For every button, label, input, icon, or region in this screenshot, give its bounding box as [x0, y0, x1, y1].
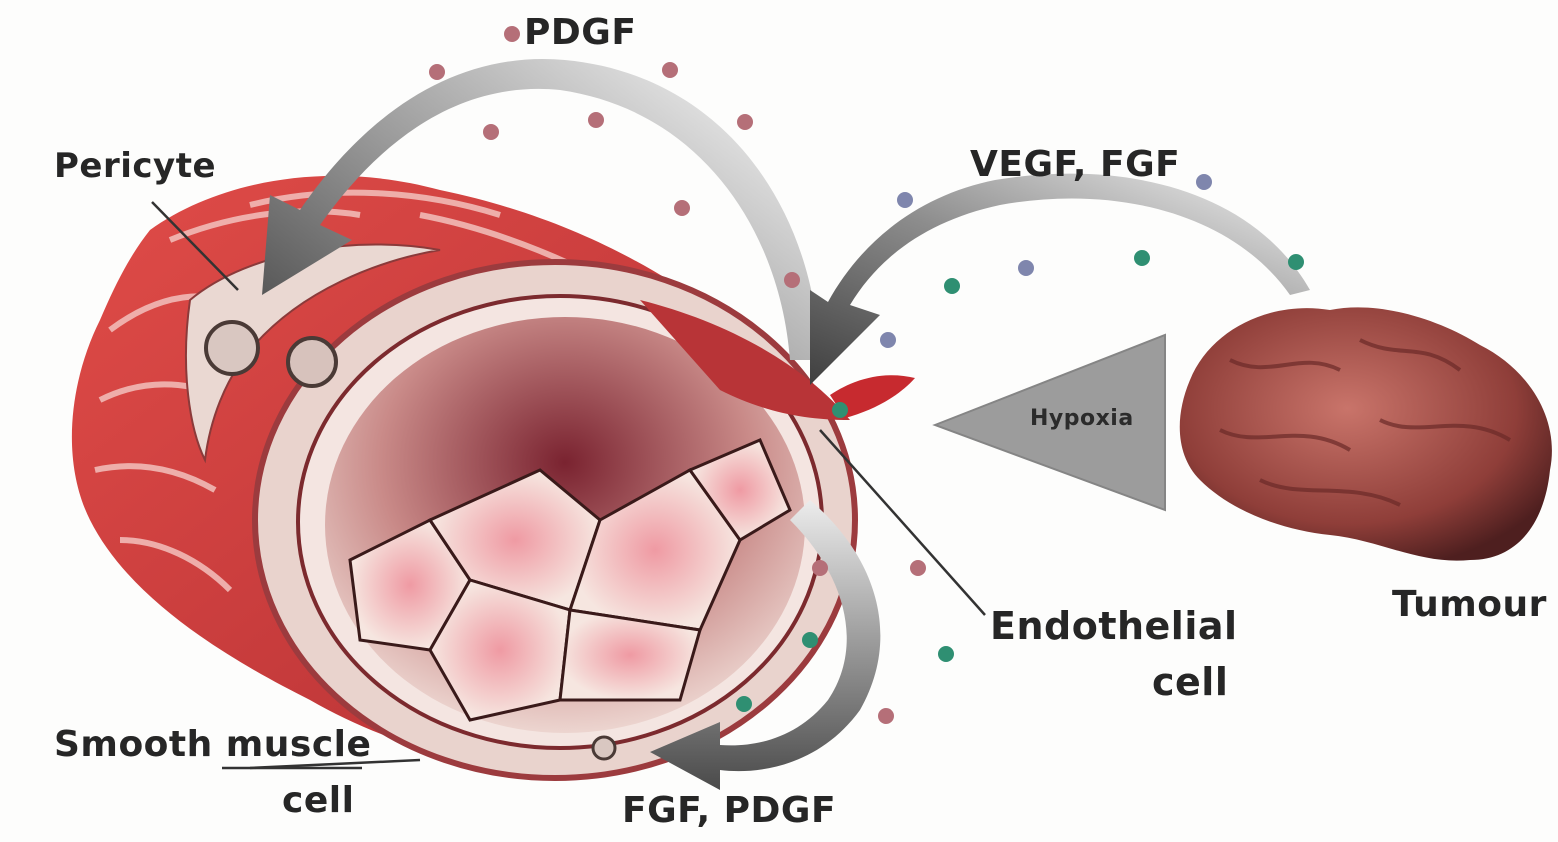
vegf-dot [1018, 260, 1034, 276]
vegf-dot [880, 332, 896, 348]
endothelial-cell-label-line1: Endothelial [990, 604, 1238, 648]
pdgf-dot [483, 124, 499, 140]
vegf-dot [1196, 174, 1212, 190]
pdgf-dot [878, 708, 894, 724]
fgf-dot [1134, 250, 1150, 266]
fgf-dot [944, 278, 960, 294]
pericyte-nucleus-2 [288, 338, 336, 386]
pdgf-top-label: PDGF [524, 12, 636, 53]
tumour [1180, 307, 1552, 560]
fgf-dot [802, 632, 818, 648]
hypoxia-label: Hypoxia [1030, 406, 1134, 431]
fgf-dot [736, 696, 752, 712]
vegf-dot [897, 192, 913, 208]
tumour-label: Tumour [1392, 584, 1547, 625]
pericyte-nucleus-1 [206, 322, 258, 374]
pdgf-dot [784, 272, 800, 288]
pdgf-dot [737, 114, 753, 130]
pdgf-dot [674, 200, 690, 216]
fgf-dot [1288, 254, 1304, 270]
fgf-dot [832, 402, 848, 418]
vegf-fgf-label: VEGF, FGF [970, 144, 1180, 185]
smooth-muscle-label-line2: cell [282, 780, 354, 821]
pdgf-dot [504, 26, 520, 42]
pdgf-dot [429, 64, 445, 80]
pdgf-dot [812, 560, 828, 576]
smooth-muscle-nucleus [593, 737, 615, 759]
pdgf-dot [588, 112, 604, 128]
pericyte-label: Pericyte [54, 146, 216, 186]
smooth-muscle-label-line1: Smooth muscle [54, 724, 371, 765]
fgf-dot [938, 646, 954, 662]
pdgf-dot [910, 560, 926, 576]
pdgf-dot [662, 62, 678, 78]
fgf-pdgf-label: FGF, PDGF [622, 790, 836, 831]
endothelial-cell-label-line2: cell [1152, 660, 1228, 704]
